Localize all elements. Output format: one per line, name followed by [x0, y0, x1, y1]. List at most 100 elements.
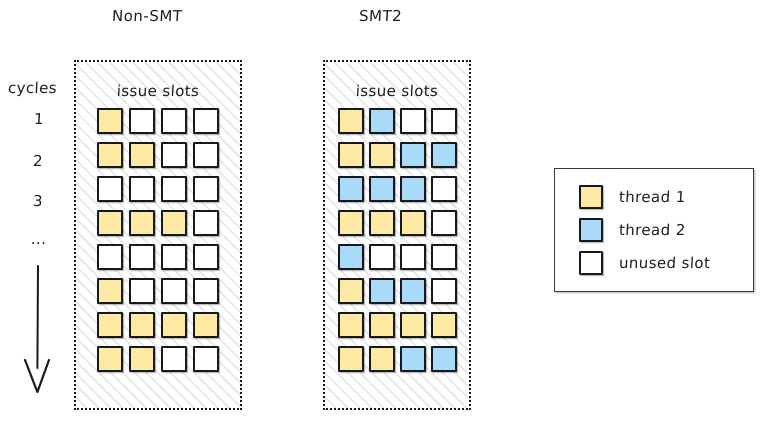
- slot-row: [337, 346, 457, 372]
- issue-slot-unused: [129, 244, 155, 270]
- issue-slot-t1: [193, 312, 219, 338]
- issue-slot-t1: [368, 210, 395, 236]
- slot-row: [337, 244, 457, 270]
- issue-slot-unused: [193, 244, 219, 270]
- legend-item-thread2: thread 2: [579, 218, 753, 242]
- issue-slot-t1: [368, 142, 395, 168]
- slot-row: [97, 312, 219, 338]
- slot-row: [97, 346, 219, 372]
- slot-row: [337, 142, 457, 168]
- issue-slot-t2: [399, 278, 426, 304]
- cycle-tick-ellipsis: ...: [30, 230, 47, 248]
- issue-slot-t1: [337, 278, 364, 304]
- issue-slot-unused: [129, 176, 155, 202]
- issue-slot-t2: [337, 244, 364, 270]
- cycle-tick-2: 2: [32, 152, 44, 170]
- issue-slot-unused: [97, 176, 123, 202]
- issue-slot-t1: [337, 210, 364, 236]
- issue-slot-t1: [129, 142, 155, 168]
- slot-row: [337, 176, 457, 202]
- issue-slot-unused: [129, 108, 155, 134]
- issue-slot-t2: [430, 346, 457, 372]
- issue-slot-t2: [399, 176, 426, 202]
- issue-slot-unused: [193, 176, 219, 202]
- axis-title-cycles: cycles: [7, 79, 58, 97]
- slot-grid-nonsmt: [76, 108, 240, 372]
- issue-slot-t1: [399, 312, 426, 338]
- cycle-tick-1: 1: [33, 110, 45, 128]
- issue-slot-t1: [97, 108, 123, 134]
- slot-row: [97, 108, 219, 134]
- issue-slot-unused: [161, 108, 187, 134]
- issue-slot-t1: [399, 210, 426, 236]
- issue-slot-t2: [368, 176, 395, 202]
- issue-slot-unused: [161, 176, 187, 202]
- panel-heading-smt2: issue slots: [355, 82, 439, 100]
- panel-heading-nonsmt: issue slots: [116, 82, 200, 100]
- slot-row: [97, 278, 219, 304]
- issue-slot-unused: [368, 244, 395, 270]
- slot-row: [337, 278, 457, 304]
- slot-row: [97, 210, 219, 236]
- issue-slot-t1: [97, 142, 123, 168]
- cycle-tick-3: 3: [32, 192, 44, 210]
- panel-title-nonsmt: Non-SMT: [111, 7, 183, 25]
- issue-slot-t1: [97, 210, 123, 236]
- issue-slot-t1: [129, 346, 155, 372]
- slot-row: [97, 244, 219, 270]
- issue-slot-unused: [430, 210, 457, 236]
- issue-slot-t1: [129, 312, 155, 338]
- issue-slot-t1: [161, 210, 187, 236]
- issue-slot-unused: [430, 108, 457, 134]
- time-direction-arrow: [14, 264, 62, 396]
- legend-swatch-thread2: [579, 218, 603, 242]
- legend-item-unused: unused slot: [579, 251, 753, 275]
- slot-row: [97, 142, 219, 168]
- legend-label-thread2: thread 2: [618, 221, 687, 239]
- issue-slot-unused: [161, 142, 187, 168]
- legend-box: thread 1 thread 2 unused slot: [554, 168, 754, 292]
- issue-slot-unused: [161, 278, 187, 304]
- issue-slot-t2: [368, 278, 395, 304]
- issue-slot-t1: [368, 312, 395, 338]
- legend-swatch-thread1: [579, 185, 603, 209]
- issue-slot-t1: [337, 142, 364, 168]
- issue-slot-t1: [368, 346, 395, 372]
- down-arrow-icon: [23, 265, 51, 394]
- issue-slot-unused: [399, 108, 426, 134]
- issue-slot-unused: [161, 244, 187, 270]
- issue-slot-t1: [97, 312, 123, 338]
- panel-smt2: issue slots: [323, 60, 471, 410]
- issue-slot-t1: [161, 312, 187, 338]
- slot-grid-smt2: [325, 108, 469, 372]
- issue-slot-t1: [129, 210, 155, 236]
- issue-slot-unused: [161, 346, 187, 372]
- legend-label-unused: unused slot: [618, 254, 711, 272]
- issue-slot-t1: [337, 108, 364, 134]
- issue-slot-unused: [193, 210, 219, 236]
- issue-slot-unused: [430, 176, 457, 202]
- slot-row: [337, 210, 457, 236]
- legend-item-thread1: thread 1: [579, 185, 753, 209]
- issue-slot-t1: [97, 278, 123, 304]
- issue-slot-t2: [368, 108, 395, 134]
- issue-slot-t2: [399, 346, 426, 372]
- issue-slot-t1: [430, 312, 457, 338]
- issue-slot-t2: [430, 142, 457, 168]
- panel-title-smt2: SMT2: [358, 7, 403, 25]
- issue-slot-unused: [430, 244, 457, 270]
- issue-slot-t1: [337, 346, 364, 372]
- issue-slot-unused: [129, 278, 155, 304]
- issue-slot-unused: [399, 244, 426, 270]
- issue-slot-unused: [193, 278, 219, 304]
- issue-slot-unused: [193, 346, 219, 372]
- issue-slot-t2: [399, 142, 426, 168]
- slot-row: [337, 312, 457, 338]
- issue-slot-unused: [97, 244, 123, 270]
- issue-slot-t1: [97, 346, 123, 372]
- issue-slot-t1: [337, 312, 364, 338]
- issue-slot-unused: [193, 108, 219, 134]
- legend-label-thread1: thread 1: [618, 188, 687, 206]
- issue-slot-unused: [193, 142, 219, 168]
